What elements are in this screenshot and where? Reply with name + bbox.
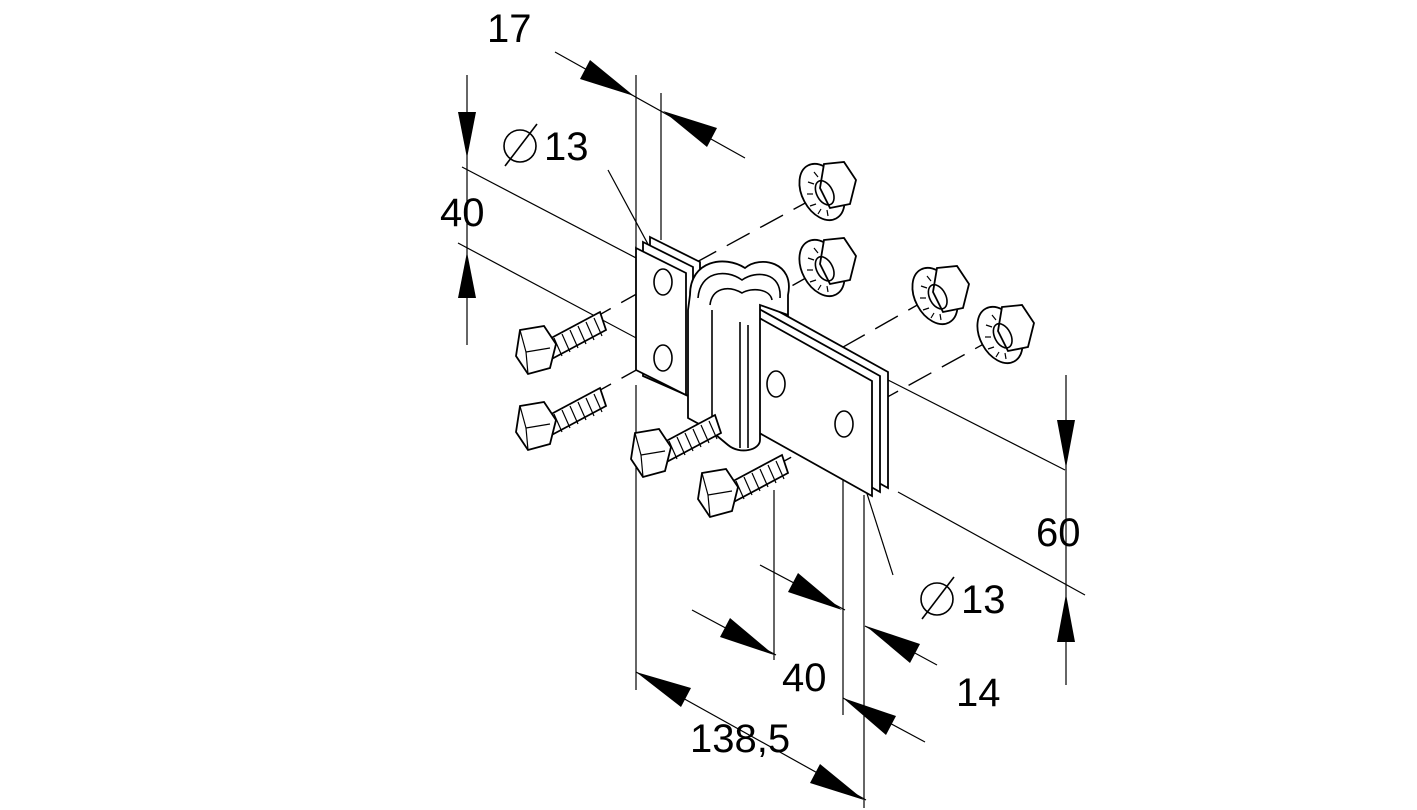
axis-line xyxy=(775,294,936,386)
arrow-head xyxy=(866,626,920,663)
arrow-head xyxy=(458,252,476,298)
extension-line xyxy=(457,242,641,341)
hole xyxy=(834,410,854,438)
dimension-label-40-left: 40 xyxy=(440,191,485,235)
hex-bolt xyxy=(697,453,790,519)
channel-top-edge xyxy=(697,272,781,299)
flange-nut xyxy=(798,161,857,222)
arrow-head xyxy=(1057,594,1075,642)
hole-diameter-label-bottom: 13 xyxy=(961,578,1006,622)
extension-line xyxy=(897,491,1086,596)
dimension-label-17: 17 xyxy=(487,7,532,51)
hole xyxy=(653,268,673,296)
bolts xyxy=(515,310,790,519)
arrow-head xyxy=(1057,420,1075,468)
nuts xyxy=(798,161,1035,365)
flange-nut xyxy=(976,304,1035,365)
bracket xyxy=(635,235,889,498)
hole xyxy=(653,344,673,372)
dimension-label-14: 14 xyxy=(956,671,1001,715)
hex-bolt xyxy=(515,310,608,376)
arrow-head xyxy=(788,573,842,610)
channel-inner-edge xyxy=(709,288,773,306)
arrow-head xyxy=(458,112,476,158)
arrow-head xyxy=(636,672,691,707)
arrow-head xyxy=(720,618,774,655)
flange-nut xyxy=(798,237,857,298)
dimension-label-40-bottom: 40 xyxy=(782,656,827,700)
hole-diameter-label-top: 13 xyxy=(544,125,589,169)
hex-bolt xyxy=(630,413,723,479)
dimension-label-60: 60 xyxy=(1036,511,1081,555)
left-wing-plate xyxy=(635,246,687,397)
arrow-head xyxy=(580,60,634,96)
axis-line xyxy=(841,334,1001,423)
hex-bolt xyxy=(515,386,608,452)
dimension-label-138-5: 138,5 xyxy=(690,717,790,761)
flange-nut xyxy=(911,265,970,326)
extension-line xyxy=(461,166,641,261)
arrow-head xyxy=(663,111,717,147)
arrow-head xyxy=(843,698,896,735)
hole xyxy=(766,370,786,398)
extension-line xyxy=(887,379,1066,471)
diameter-icon xyxy=(920,576,955,620)
diameter-icon xyxy=(503,123,538,167)
axis-line xyxy=(659,194,821,283)
arrowheads xyxy=(458,60,1075,800)
channel-body xyxy=(687,260,790,452)
arrow-head xyxy=(810,764,864,800)
